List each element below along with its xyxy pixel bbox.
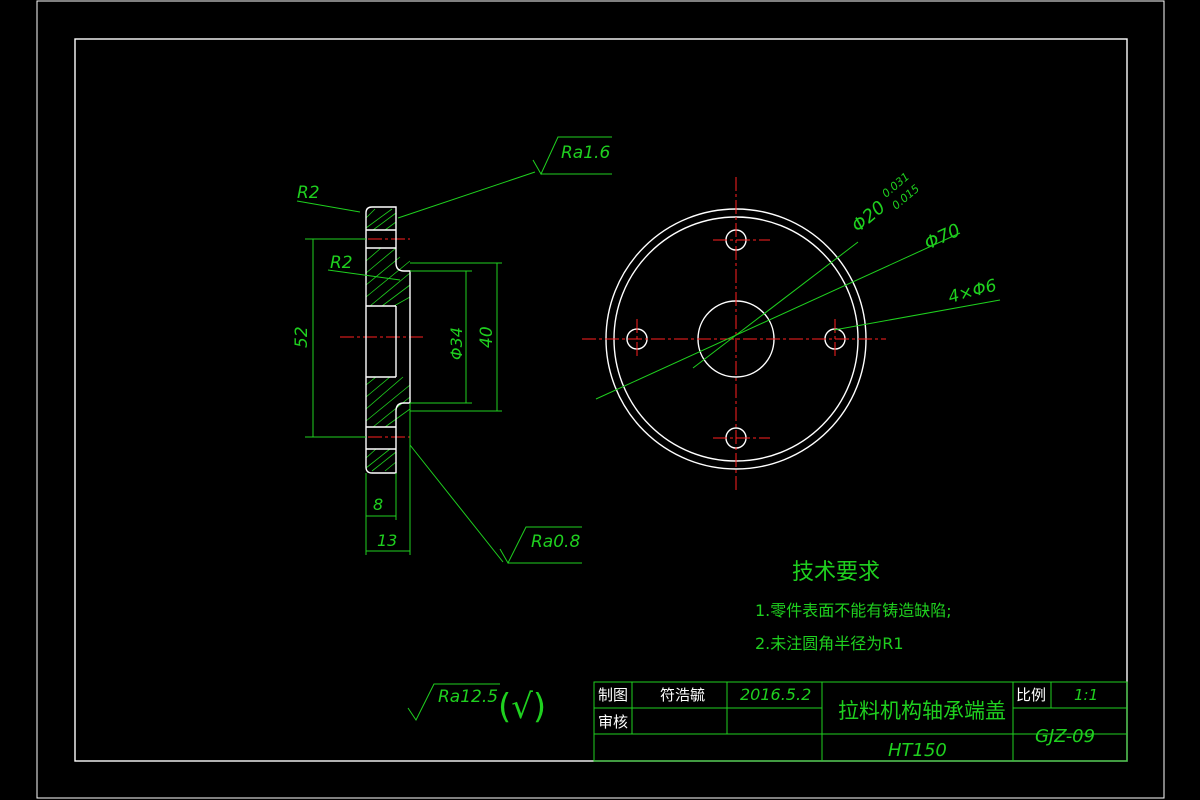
radius-inner-label: R2 (330, 253, 353, 273)
dim-8: 8 (373, 495, 383, 514)
note-1: 1.零件表面不能有铸造缺陷; (755, 601, 952, 620)
dim-phi34: Φ34 (447, 327, 466, 360)
scale-label: 比例 (1016, 686, 1046, 704)
date: 2016.5.2 (740, 685, 811, 704)
roughness-ra125: Ra12.5 (438, 687, 498, 707)
material: HT150 (888, 740, 947, 761)
dim-40: 40 (477, 326, 497, 348)
dim-4xphi6: 4×Φ6 (946, 276, 999, 308)
scale-value: 1:1 (1074, 686, 1098, 704)
dim-52: 52 (292, 326, 312, 348)
drawn-label: 制图 (598, 686, 628, 704)
radius-top-label: R2 (297, 183, 320, 203)
title-block: 制图 符浩毓 2016.5.2 审核 拉料机构轴承端盖 比例 1:1 HT150… (593, 681, 1128, 762)
dim-phi20: Φ20 (848, 197, 890, 237)
dim-phi70: Φ70 (921, 220, 963, 255)
section-hatching (365, 208, 411, 472)
roughness-ra16: Ra1.6 (561, 143, 610, 163)
note-2: 2.未注圆角半径为R1 (755, 634, 904, 653)
front-view: Φ20 0.031 0.015 Φ70 4×Φ6 (582, 170, 1001, 492)
roughness-symbol: (√) (498, 687, 546, 727)
part-name: 拉料机构轴承端盖 (838, 699, 1006, 723)
technical-notes: 技术要求 1.零件表面不能有铸造缺陷; 2.未注圆角半径为R1 (755, 560, 952, 653)
drawn-by: 符浩毓 (660, 686, 705, 704)
drawing-number: GJZ-09 (1035, 726, 1095, 747)
dim-13: 13 (377, 531, 397, 550)
check-label: 审核 (598, 713, 628, 731)
notes-heading: 技术要求 (792, 560, 880, 585)
roughness-ra08: Ra0.8 (531, 532, 580, 552)
general-roughness: Ra12.5 (√) (407, 683, 546, 727)
side-view: 52 Φ34 40 8 13 R2 R2 Ra1.6 Ra0.8 (292, 136, 612, 565)
outer-border (36, 0, 1165, 799)
